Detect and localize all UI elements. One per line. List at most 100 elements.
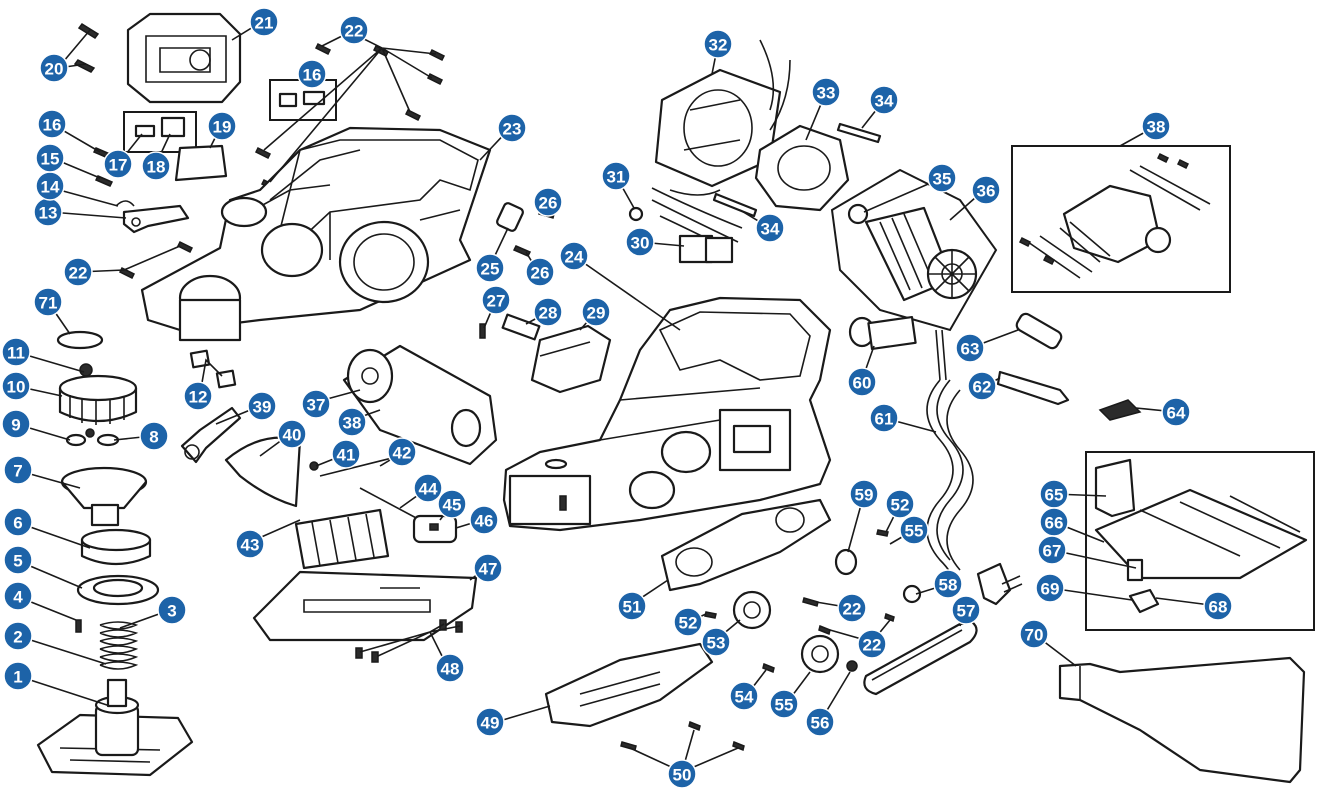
callout-58: 58 [933, 569, 963, 599]
svg-text:34: 34 [875, 92, 894, 111]
callout-54: 54 [729, 681, 759, 711]
callout-55c: 55 [769, 689, 799, 719]
svg-text:58: 58 [939, 576, 958, 595]
middle-small-parts [479, 202, 612, 394]
callout-40: 40 [277, 419, 307, 449]
callout-37: 37 [301, 389, 331, 419]
svg-text:66: 66 [1045, 514, 1064, 533]
svg-text:60: 60 [853, 374, 872, 393]
dust-bag [1058, 656, 1306, 784]
svg-text:25: 25 [481, 260, 500, 279]
callout-46: 46 [469, 505, 499, 535]
svg-text:10: 10 [7, 378, 26, 397]
svg-text:52: 52 [679, 614, 698, 633]
callout-22a: 22 [339, 15, 369, 45]
svg-text:12: 12 [189, 388, 208, 407]
belt-cover-parts [544, 498, 978, 752]
svg-text:49: 49 [481, 714, 500, 733]
svg-text:43: 43 [241, 536, 260, 555]
callout-62: 62 [967, 371, 997, 401]
svg-text:37: 37 [307, 396, 326, 415]
callouts: 1 2 3 4 5 6 7 8 9 10 11 12 13 14 15 16 1… [1, 7, 1233, 789]
svg-text:39: 39 [253, 398, 272, 417]
callout-38b: 38 [1141, 111, 1171, 141]
callout-3: 3 [157, 595, 187, 625]
svg-text:33: 33 [817, 84, 836, 103]
svg-text:52: 52 [891, 496, 910, 515]
callout-26a: 26 [533, 187, 563, 217]
callout-32: 32 [703, 29, 733, 59]
callout-8: 8 [139, 421, 169, 451]
callout-44: 44 [413, 473, 443, 503]
svg-text:22: 22 [345, 22, 364, 41]
callout-65: 65 [1039, 479, 1069, 509]
callout-43: 43 [235, 529, 265, 559]
callout-15: 15 [35, 143, 65, 173]
svg-text:67: 67 [1043, 542, 1062, 561]
svg-text:42: 42 [393, 444, 412, 463]
callout-53: 53 [701, 627, 731, 657]
svg-text:59: 59 [855, 486, 874, 505]
callout-4: 4 [3, 581, 33, 611]
callout-41: 41 [331, 439, 361, 469]
callout-19: 19 [207, 111, 237, 141]
callout-69: 69 [1035, 573, 1065, 603]
svg-text:27: 27 [487, 292, 506, 311]
left-housing [140, 126, 492, 342]
svg-text:24: 24 [565, 248, 584, 267]
svg-text:38: 38 [1147, 118, 1166, 137]
callout-11: 11 [1, 337, 31, 367]
callout-61: 61 [869, 403, 899, 433]
callout-34b: 34 [755, 213, 785, 243]
callout-16a: 16 [37, 109, 67, 139]
callout-20: 20 [39, 53, 69, 83]
callout-22c: 22 [837, 593, 867, 623]
svg-text:4: 4 [13, 588, 23, 607]
callout-67: 67 [1037, 535, 1067, 565]
callout-64: 64 [1161, 397, 1191, 427]
callout-66: 66 [1039, 507, 1069, 537]
svg-text:48: 48 [441, 660, 460, 679]
svg-text:45: 45 [443, 496, 462, 515]
svg-text:28: 28 [539, 304, 558, 323]
callout-35: 35 [927, 163, 957, 193]
svg-text:46: 46 [475, 512, 494, 531]
svg-text:22: 22 [69, 264, 88, 283]
callout-33: 33 [811, 77, 841, 107]
svg-text:5: 5 [13, 552, 22, 571]
callout-70: 70 [1019, 619, 1049, 649]
callout-12: 12 [183, 381, 213, 411]
svg-text:9: 9 [11, 416, 20, 435]
callout-63: 63 [955, 333, 985, 363]
svg-text:63: 63 [961, 340, 980, 359]
callout-34a: 34 [869, 85, 899, 115]
callout-42: 42 [387, 437, 417, 467]
svg-text:41: 41 [337, 446, 356, 465]
svg-text:54: 54 [735, 688, 754, 707]
callout-27: 27 [481, 285, 511, 315]
svg-text:6: 6 [13, 514, 22, 533]
callout-9: 9 [1, 409, 31, 439]
svg-text:26: 26 [531, 264, 550, 283]
svg-text:34: 34 [761, 220, 780, 239]
svg-text:31: 31 [607, 168, 626, 187]
callout-22d: 22 [857, 629, 887, 659]
svg-text:47: 47 [479, 560, 498, 579]
svg-text:11: 11 [7, 344, 25, 363]
svg-text:55: 55 [775, 696, 794, 715]
callout-5: 5 [3, 545, 33, 575]
callout-30: 30 [625, 227, 655, 257]
svg-text:14: 14 [41, 178, 60, 197]
callout-39: 39 [247, 391, 277, 421]
svg-text:70: 70 [1025, 626, 1044, 645]
callout-1: 1 [3, 661, 33, 691]
callout-10: 10 [1, 371, 31, 401]
svg-text:21: 21 [255, 14, 274, 33]
callout-2: 2 [3, 621, 33, 651]
svg-text:50: 50 [673, 766, 692, 785]
callout-45: 45 [437, 489, 467, 519]
callout-56: 56 [805, 707, 835, 737]
svg-text:16: 16 [43, 116, 62, 135]
callout-31: 31 [601, 161, 631, 191]
svg-text:38: 38 [343, 414, 362, 433]
